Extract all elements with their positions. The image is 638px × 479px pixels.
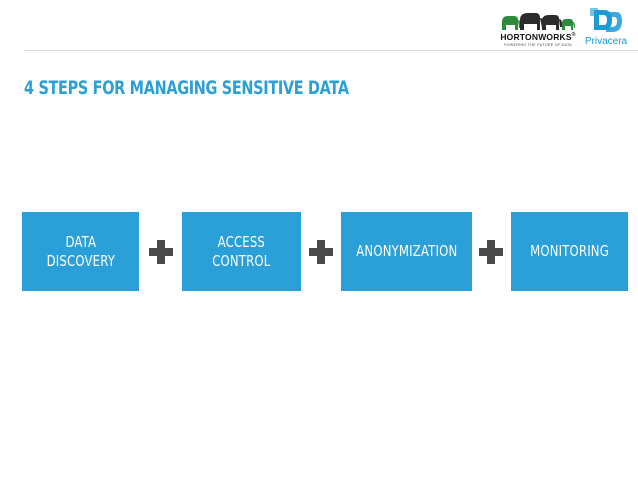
step-monitoring: MONITORING — [511, 212, 628, 291]
elephants-icon — [502, 13, 575, 30]
plus-icon — [309, 240, 333, 264]
slide-title: 4 STEPS FOR MANAGING SENSITIVE DATA — [24, 78, 349, 99]
step-label: DATA DISCOVERY — [46, 232, 115, 270]
hortonworks-wordmark: HORTONWORKS® — [500, 32, 576, 42]
step-anonymization: ANONYMIZATION — [341, 212, 472, 291]
step-data-discovery: DATA DISCOVERY — [22, 212, 139, 291]
privacera-logo: Privacera — [579, 6, 633, 50]
step-label: MONITORING — [530, 242, 609, 260]
step-label: ANONYMIZATION — [355, 242, 458, 260]
step-access-control: ACCESS CONTROL — [182, 212, 301, 291]
step-label: ACCESS CONTROL — [212, 232, 271, 270]
header-divider — [24, 50, 638, 51]
hortonworks-logo: HORTONWORKS® POWERING THE FUTURE OF DATA — [496, 10, 580, 48]
plus-icon — [479, 240, 503, 264]
hortonworks-tagline: POWERING THE FUTURE OF DATA — [504, 43, 572, 47]
privacera-wordmark: Privacera — [584, 36, 628, 47]
privacera-mark-icon — [590, 8, 622, 32]
plus-icon — [149, 240, 173, 264]
